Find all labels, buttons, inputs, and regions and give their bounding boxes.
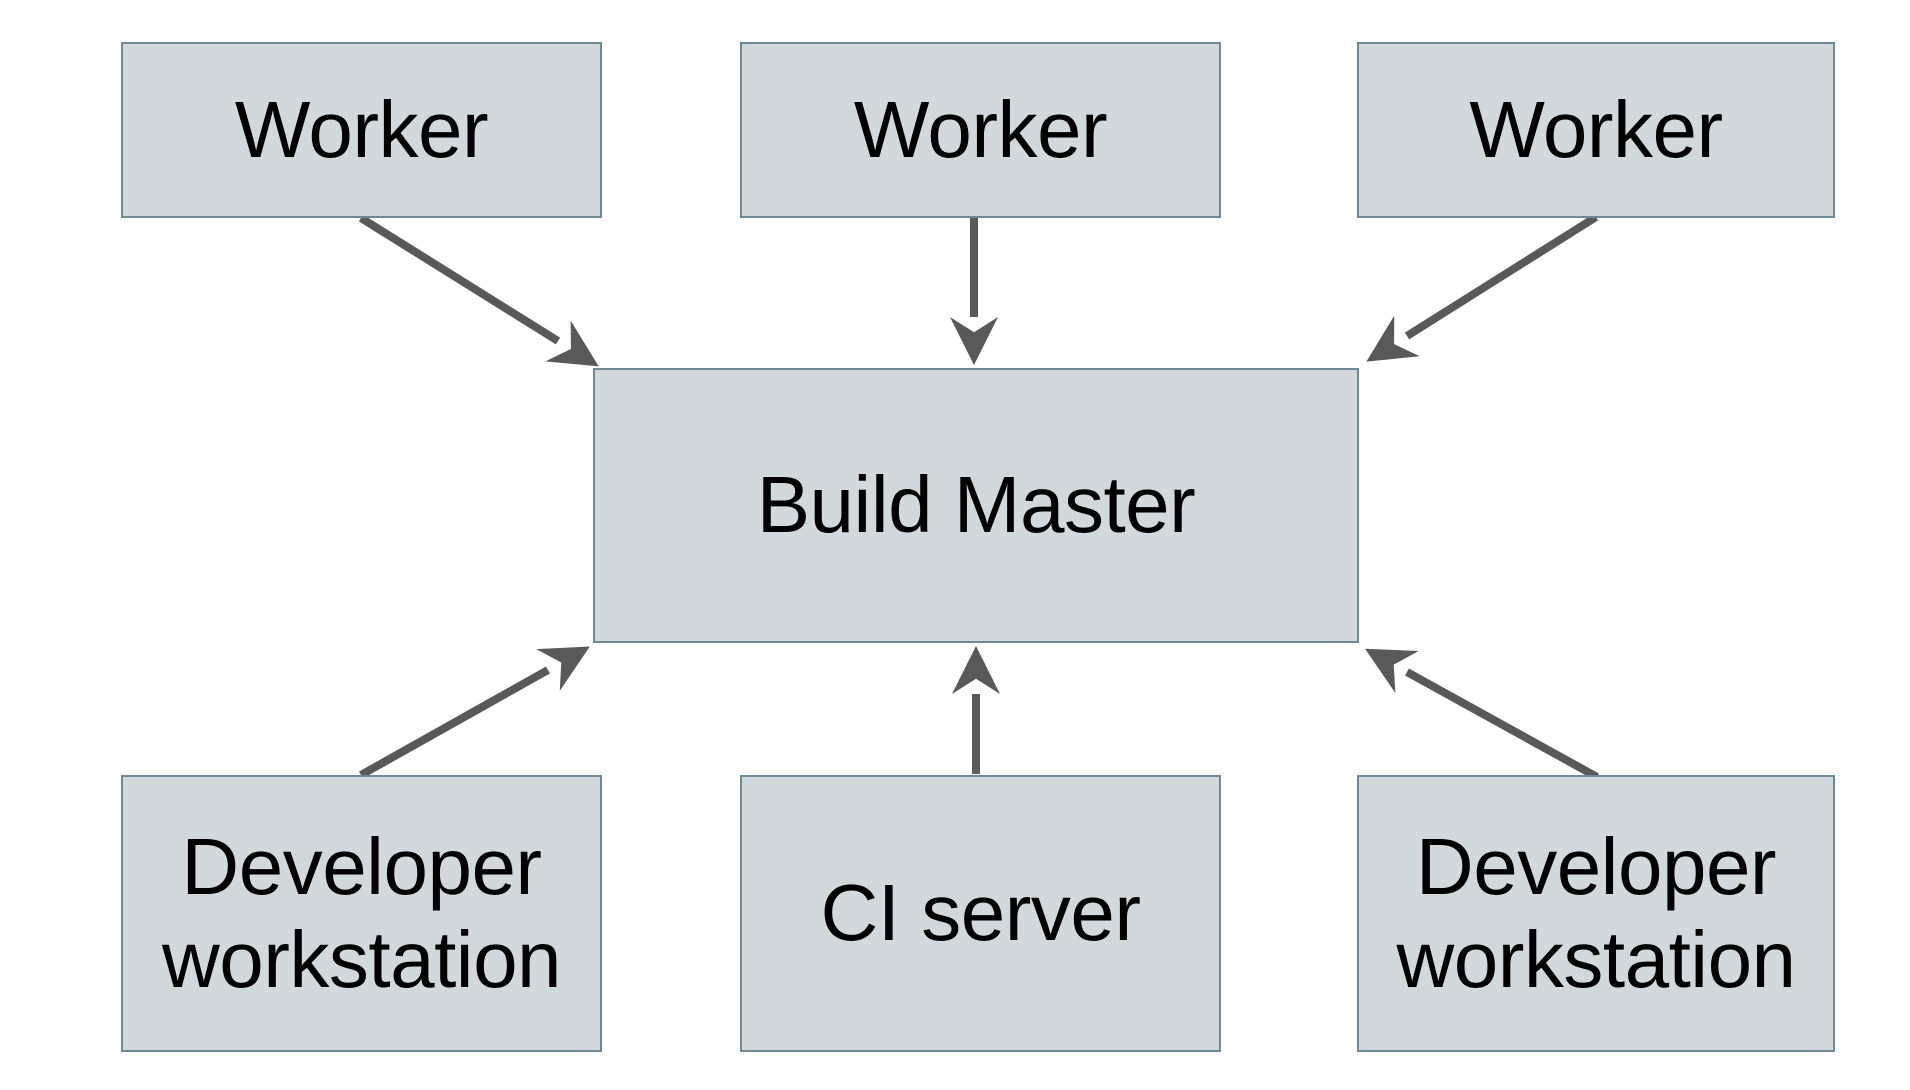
- edge-developer-workstation1-to-build-master: [359, 646, 590, 779]
- edge-worker3-to-build-master: [1366, 213, 1599, 362]
- node-worker-2: Worker: [740, 42, 1221, 218]
- node-worker-2-label: Worker: [853, 84, 1108, 174]
- node-developer-workstation-1-label: Developer workstation: [161, 821, 562, 1004]
- node-developer-workstation-1: Developer workstation: [121, 775, 602, 1052]
- node-worker-1-label: Worker: [234, 84, 489, 174]
- node-worker-3-label: Worker: [1469, 84, 1723, 174]
- node-ci-server: CI server: [740, 775, 1221, 1052]
- node-developer-workstation-2-label: Developer workstation: [1396, 821, 1796, 1004]
- edge-developer-workstation2-to-build-master: [1364, 648, 1599, 781]
- node-ci-server-label: CI server: [820, 868, 1142, 958]
- edge-worker1-to-build-master: [358, 214, 599, 367]
- node-worker-3: Worker: [1357, 42, 1835, 218]
- node-build-master-label: Build Master: [756, 460, 1196, 550]
- node-developer-workstation-2: Developer workstation: [1357, 775, 1835, 1052]
- node-build-master: Build Master: [593, 368, 1359, 643]
- node-worker-1: Worker: [121, 42, 602, 218]
